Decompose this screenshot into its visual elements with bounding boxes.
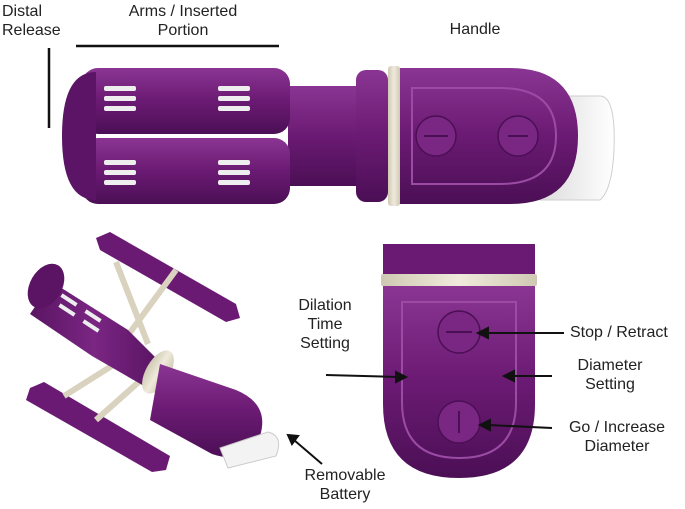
- device-isometric-view: [26, 232, 280, 472]
- handle-top-collar: [381, 274, 537, 286]
- arm-upper: [82, 68, 290, 134]
- iso-handle: [150, 364, 263, 458]
- go-increase-diameter-label: Go / Increase Diameter: [552, 418, 682, 456]
- iso-arm-lower: [26, 382, 170, 472]
- handle-body: [398, 68, 578, 204]
- shaft-ring-top: [356, 70, 388, 202]
- handle-panel: [411, 87, 558, 185]
- arms-label-line-1: Arms / Inserted: [128, 3, 238, 20]
- handle-top-neck: [383, 244, 535, 276]
- dilation-label-line-1: Dilation: [298, 297, 352, 314]
- handle-top-panel: [401, 301, 517, 460]
- dilation-label-line-2: Time: [307, 316, 343, 333]
- iso-collar: [142, 350, 174, 394]
- diameter-setting-label: Diameter Setting: [560, 356, 660, 394]
- device-side-view: [62, 66, 615, 206]
- arm-lower: [82, 138, 290, 204]
- stop-retract-label: Stop / Retract: [570, 324, 668, 341]
- go-label-line-1: Go / Increase: [568, 419, 666, 436]
- collar-top: [388, 66, 400, 206]
- annotation-arrows: [286, 326, 564, 465]
- handle-top-view: [381, 244, 537, 478]
- battery-label-line-1: Removable: [304, 467, 386, 484]
- battery-label-line-2: Battery: [319, 486, 371, 503]
- diameter-setting-line-2: Setting: [585, 376, 635, 393]
- distal-cap: [62, 72, 96, 200]
- arms-label-line-2: Portion: [157, 22, 209, 39]
- iso-battery: [219, 431, 280, 469]
- dilation-label-line-3: Setting: [300, 335, 350, 352]
- removable-battery-label: Removable Battery: [290, 466, 400, 504]
- dilation-time-setting-label: Dilation Time Setting: [280, 296, 370, 353]
- go-label-line-2: Diameter: [584, 438, 650, 455]
- handle-label: Handle: [449, 21, 501, 38]
- distal-release-line-1: Distal: [2, 3, 43, 20]
- distal-release-line-2: Release: [2, 22, 61, 39]
- arms-inserted-portion-label: Arms / Inserted Portion: [108, 2, 258, 40]
- diameter-setting-line-1: Diameter: [577, 357, 643, 374]
- shaft-top: [288, 86, 360, 186]
- iso-distal-end: [27, 263, 65, 309]
- distal-release-label: Distal Release: [2, 2, 61, 40]
